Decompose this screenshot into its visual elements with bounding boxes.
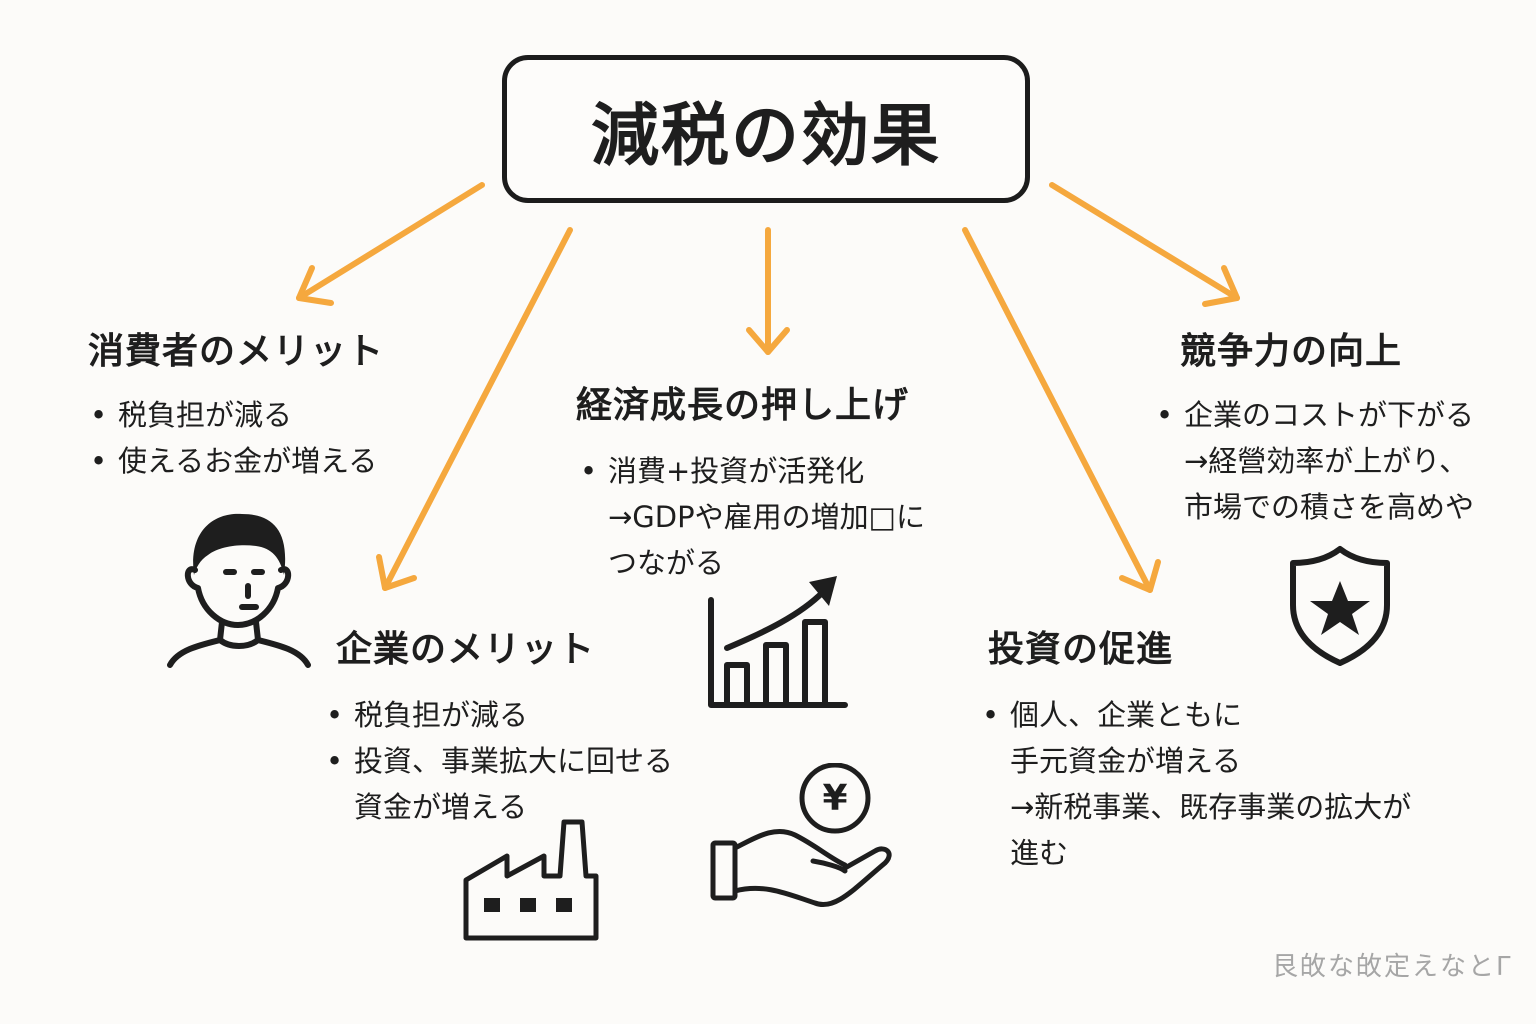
footer-note: 艮敀な敀定えなとΓ <box>1272 952 1513 982</box>
list-item-continuation: 進む <box>1010 836 1069 870</box>
section-competitiveness: 競争力の向上 企業のコストが下がる →経營効率が上がり、 市場での積さを高めや <box>1156 322 1474 530</box>
section-business: 企業のメリット 税負担が減る 投資、事業拡大に回せる 資金が増える <box>326 620 673 830</box>
list-item-continuation: →経營効率が上がり、 <box>1184 444 1469 478</box>
section-heading: 投資の促進 <box>988 629 1174 670</box>
list-item: 使えるお金が増える <box>90 438 384 484</box>
consumer-list: 税負担が減る 使えるお金が増える <box>90 392 384 484</box>
business-list: 税負担が減る 投資、事業拡大に回せる 資金が増える <box>326 692 673 830</box>
yen-hand-icon: ¥ <box>710 763 892 907</box>
arrow-to-investment <box>962 227 1161 593</box>
list-item: 消費+投資が活発化 <box>580 448 925 494</box>
yen-symbol: ¥ <box>822 778 847 819</box>
section-consumer: 消費者のメリット 税負担が減る 使えるお金が増える <box>88 322 384 484</box>
arrow-to-growth <box>746 227 790 355</box>
list-item-continuation: →GDPや雇用の増加□に <box>608 500 925 534</box>
list-item-continuation: つながる <box>608 546 725 580</box>
list-item: 投資、事業拡大に回せる <box>326 738 673 784</box>
page-title: 減税の効果 <box>590 96 941 176</box>
growth-list: 消費+投資が活発化 →GDPや雇用の増加□に つながる <box>580 448 925 586</box>
arrow-to-business <box>376 227 573 591</box>
list-item-continuation: 資金が増える <box>354 790 528 824</box>
list-item-continuation: →新税事業、既存事業の拡大が <box>1010 790 1412 824</box>
section-heading: 消費者のメリット <box>88 331 385 372</box>
investment-list: 個人、企業ともに 手元資金が増える →新税事業、既存事業の拡大が 進む <box>982 692 1411 876</box>
list-item: 税負担が減る <box>326 692 673 738</box>
section-growth: 経済成長の押し上げ 消費+投資が活発化 →GDPや雇用の増加□に つながる <box>576 376 925 586</box>
arrow-to-competitiveness <box>1049 182 1240 307</box>
list-item: 個人、企業ともに <box>982 692 1411 738</box>
list-item: 税負担が減る <box>90 392 384 438</box>
growth-chart-icon <box>708 576 848 708</box>
person-icon <box>167 513 311 668</box>
factory-icon <box>463 819 599 941</box>
section-heading: 企業のメリット <box>336 629 596 670</box>
shield-star-icon <box>1290 546 1390 666</box>
list-item: 企業のコストが下がる <box>1156 392 1474 438</box>
section-heading: 競争力の向上 <box>1180 331 1403 372</box>
competitiveness-list: 企業のコストが下がる →経營効率が上がり、 市場での積さを高めや <box>1156 392 1474 530</box>
title-box: 減税の効果 <box>502 55 1030 203</box>
section-heading: 経済成長の押し上げ <box>576 385 910 426</box>
arrow-to-consumer <box>296 182 485 306</box>
list-item-continuation: 市場での積さを高めや <box>1184 490 1475 524</box>
list-item-continuation: 手元資金が増える <box>1010 744 1242 778</box>
section-investment: 投資の促進 個人、企業ともに 手元資金が増える →新税事業、既存事業の拡大が 進… <box>982 620 1411 876</box>
